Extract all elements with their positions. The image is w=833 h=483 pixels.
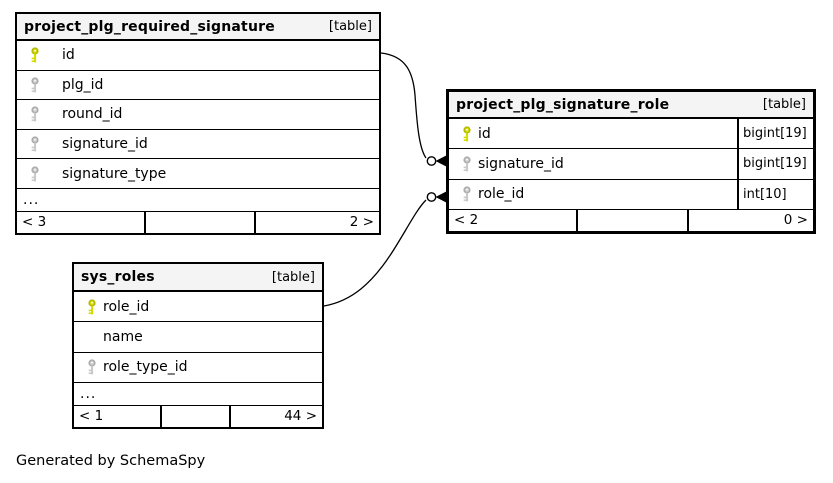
column-row-plg-id: plg_id xyxy=(17,71,379,101)
column-type: int[10] xyxy=(737,179,813,209)
relationship-line-sys-roles-to-signature-role xyxy=(323,199,427,307)
column-name: signature_id xyxy=(478,155,564,172)
table-node-project-plg-signature-role[interactable]: project_plg_signature_role [table] id bi… xyxy=(446,89,816,234)
column-name: round_id xyxy=(62,106,123,123)
column-name: signature_id xyxy=(62,136,148,153)
column-name: name xyxy=(103,328,143,345)
column-name: role_type_id xyxy=(103,359,188,376)
foreign-key-icon xyxy=(30,77,40,93)
table-footer: < 3 2 > xyxy=(17,211,379,233)
column-name: role_id xyxy=(478,186,525,203)
footer-parent-count: < 3 xyxy=(22,214,47,231)
footer-parent-count: < 1 xyxy=(79,408,104,425)
foreign-key-icon xyxy=(30,106,40,122)
table-header[interactable]: project_plg_signature_role [table] xyxy=(449,92,813,119)
table-name: project_plg_required_signature xyxy=(24,18,275,35)
primary-key-icon xyxy=(87,299,97,315)
table-type-badge: [table] xyxy=(328,19,372,34)
footer-middle-cell xyxy=(576,209,687,231)
table-node-project-plg-required-signature[interactable]: project_plg_required_signature [table] i… xyxy=(15,12,381,235)
footer-child-count: 2 > xyxy=(254,211,379,233)
column-row-round-id: round_id xyxy=(17,100,379,130)
relationship-arrowhead-icon xyxy=(435,155,446,167)
relationship-arrowhead-icon xyxy=(435,191,446,203)
column-row-id: id bigint[19] xyxy=(449,119,813,150)
column-name: plg_id xyxy=(62,76,104,93)
table-type-badge: [table] xyxy=(762,97,806,112)
footer-child-count: 0 > xyxy=(687,209,813,231)
table-name: sys_roles xyxy=(81,269,155,285)
table-name: project_plg_signature_role xyxy=(456,96,670,113)
table-footer: < 1 44 > xyxy=(74,405,322,427)
column-row-name: name xyxy=(74,322,322,353)
column-row-role-id: role_id int[10] xyxy=(449,179,813,210)
column-row-id: id xyxy=(17,41,379,71)
table-node-sys-roles[interactable]: sys_roles [table] role_id name role_type… xyxy=(72,262,324,429)
column-row-role-type-id: role_type_id xyxy=(74,353,322,383)
column-name: signature_type xyxy=(62,165,167,182)
primary-key-icon xyxy=(462,126,472,142)
footer-middle-cell xyxy=(159,405,229,427)
relationship-circle-endpoint xyxy=(426,192,437,202)
no-key-spacer xyxy=(87,329,97,345)
foreign-key-icon xyxy=(87,359,97,375)
foreign-key-icon xyxy=(30,136,40,152)
column-type: bigint[19] xyxy=(737,149,813,179)
foreign-key-icon xyxy=(30,166,40,182)
ellipsis-row: ... xyxy=(74,383,322,406)
footer-parent-count: < 2 xyxy=(454,212,479,229)
footer-child-count: 44 > xyxy=(228,405,322,427)
generated-by-note: Generated by SchemaSpy xyxy=(16,453,206,469)
table-footer: < 2 0 > xyxy=(449,209,813,231)
ellipsis-row: ... xyxy=(17,189,379,212)
column-name: id xyxy=(62,47,75,64)
column-name: id xyxy=(478,125,491,142)
foreign-key-icon xyxy=(462,186,472,202)
column-row-signature-id: signature_id xyxy=(17,130,379,160)
table-header[interactable]: sys_roles [table] xyxy=(74,264,322,292)
column-row-role-id: role_id xyxy=(74,292,322,323)
column-type: bigint[19] xyxy=(737,119,813,149)
relationship-line-required-signature-to-signature-role xyxy=(380,52,427,159)
primary-key-icon xyxy=(30,47,40,63)
table-type-badge: [table] xyxy=(271,269,315,285)
table-header[interactable]: project_plg_required_signature [table] xyxy=(17,14,379,41)
column-row-signature-type: signature_type xyxy=(17,159,379,189)
column-name: role_id xyxy=(103,298,150,315)
foreign-key-icon xyxy=(462,156,472,172)
column-row-signature-id: signature_id bigint[19] xyxy=(449,149,813,180)
footer-middle-cell xyxy=(143,211,254,233)
relationship-circle-endpoint xyxy=(426,156,437,166)
